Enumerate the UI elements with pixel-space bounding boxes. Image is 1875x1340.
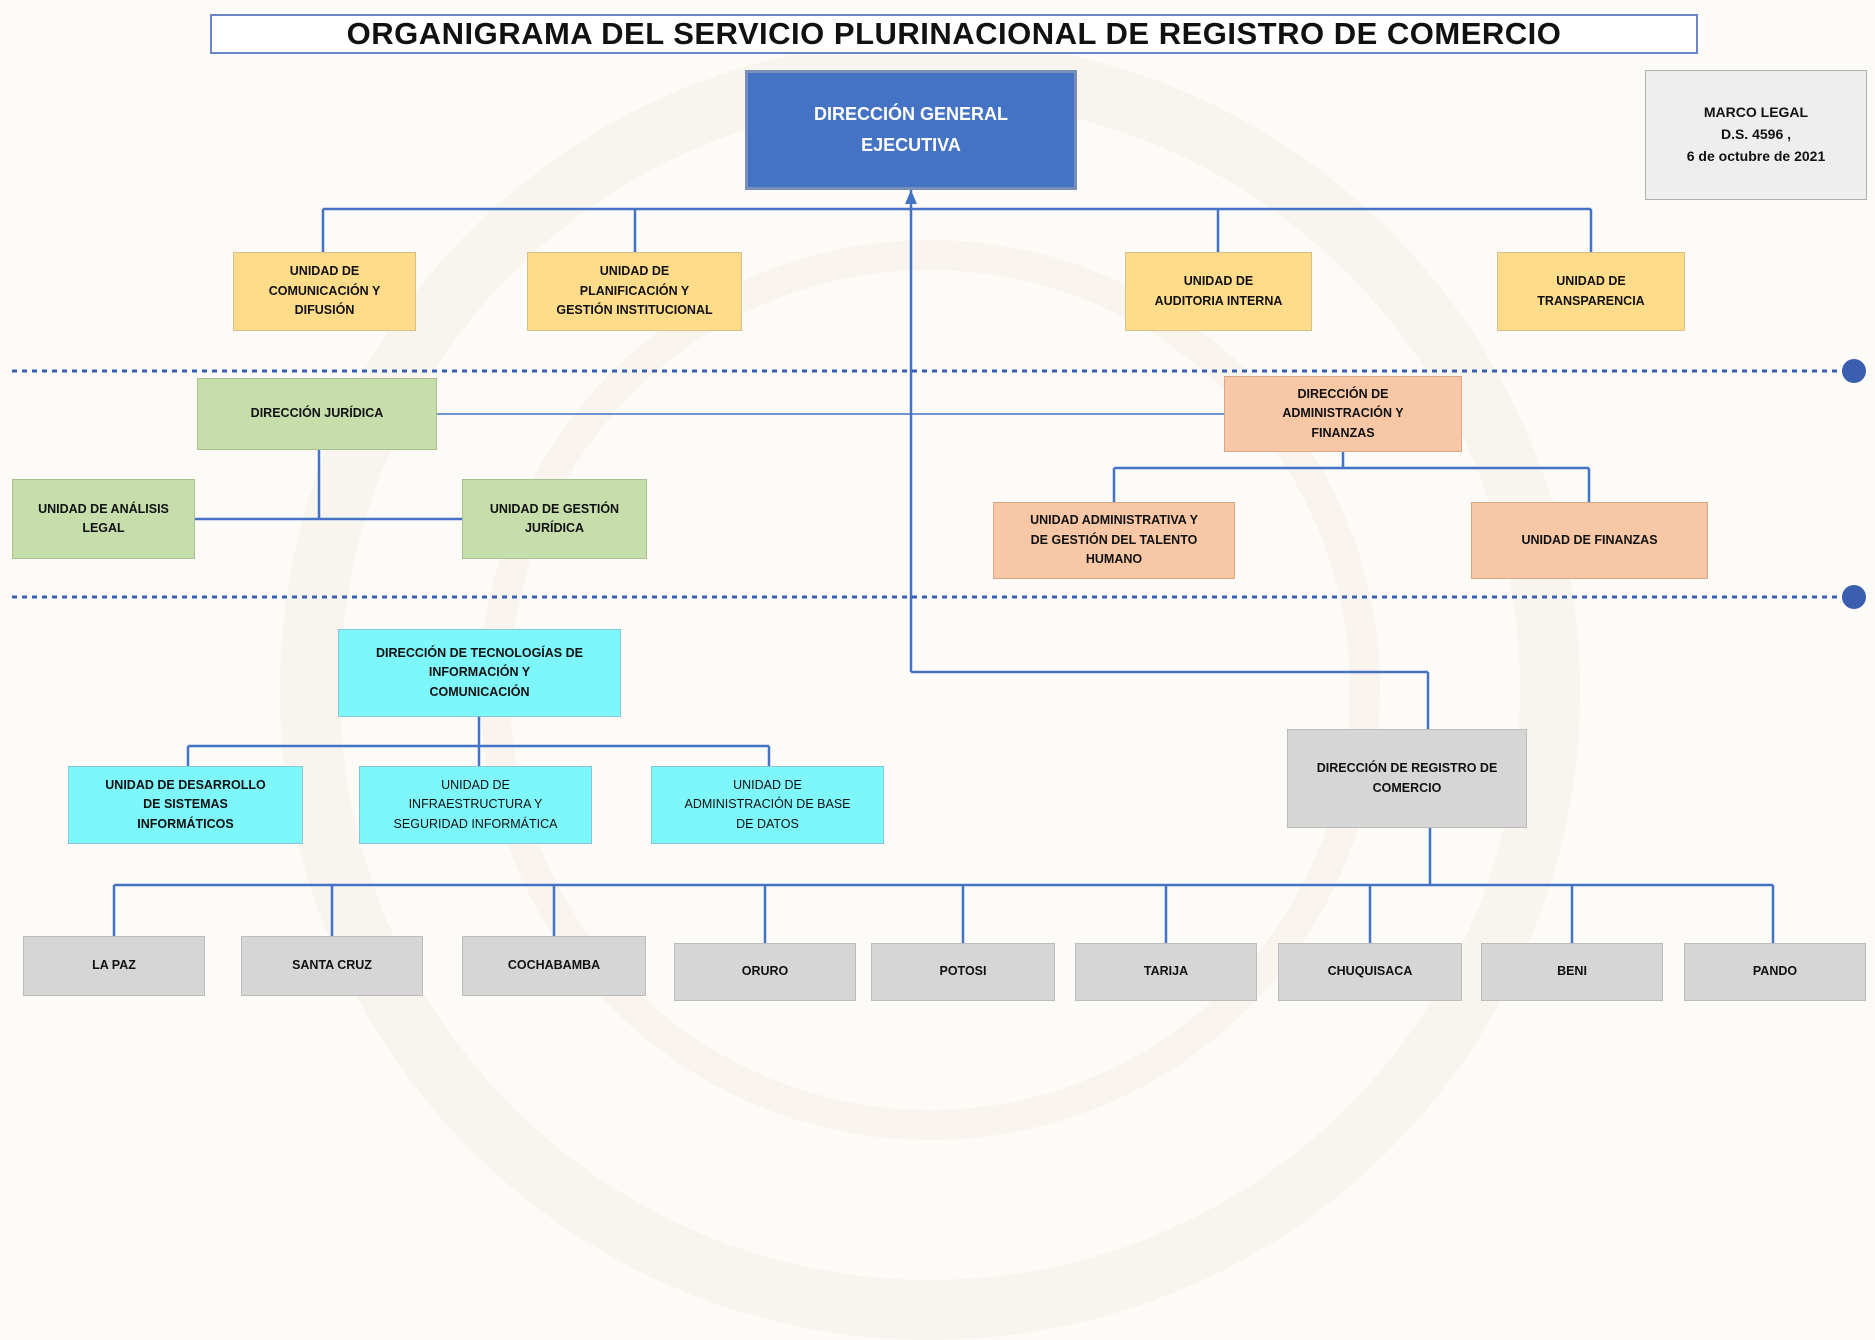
separator-end-dot-icon bbox=[1842, 585, 1866, 609]
box-direccion-juridica: DIRECCIÓN JURÍDICA bbox=[197, 378, 437, 450]
box-direccion-tecnologias: DIRECCIÓN DE TECNOLOGÍAS DE INFORMACIÓN … bbox=[338, 629, 621, 717]
box-unidad-finanzas: UNIDAD DE FINANZAS bbox=[1471, 502, 1708, 579]
box-direccion-administracion: DIRECCIÓN DE ADMINISTRACIÓN Y FINANZAS bbox=[1224, 376, 1462, 452]
box-unidad-desarrollo-sistemas: UNIDAD DE DESARROLLO DE SISTEMAS INFORMÁ… bbox=[68, 766, 303, 844]
box-unidad-comunicacion: UNIDAD DE COMUNICACIÓN Y DIFUSIÓN bbox=[233, 252, 416, 331]
box-unidad-auditoria: UNIDAD DE AUDITORIA INTERNA bbox=[1125, 252, 1312, 331]
box-departamento: POTOSI bbox=[871, 943, 1055, 1001]
separator-end-dot-icon bbox=[1842, 359, 1866, 383]
box-departamento: CHUQUISACA bbox=[1278, 943, 1462, 1001]
box-unidad-transparencia: UNIDAD DE TRANSPARENCIA bbox=[1497, 252, 1685, 331]
box-unidad-infraestructura: UNIDAD DE INFRAESTRUCTURA Y SEGURIDAD IN… bbox=[359, 766, 592, 844]
arrow-head-icon bbox=[905, 190, 917, 204]
box-unidad-talento-humano: UNIDAD ADMINISTRATIVA Y DE GESTIÓN DEL T… bbox=[993, 502, 1235, 579]
box-direccion-registro-comercio: DIRECCIÓN DE REGISTRO DE COMERCIO bbox=[1287, 729, 1527, 828]
box-departamento: PANDO bbox=[1684, 943, 1866, 1001]
box-direccion-general: DIRECCIÓN GENERAL EJECUTIVA bbox=[745, 70, 1077, 190]
box-departamento: ORURO bbox=[674, 943, 856, 1001]
connector-lines bbox=[12, 190, 1866, 943]
box-unidad-base-datos: UNIDAD DE ADMINISTRACIÓN DE BASE DE DATO… bbox=[651, 766, 884, 844]
box-departamento: SANTA CRUZ bbox=[241, 936, 423, 996]
box-departamento: TARIJA bbox=[1075, 943, 1257, 1001]
box-unidad-gestion-juridica: UNIDAD DE GESTIÓN JURÍDICA bbox=[462, 479, 647, 559]
box-departamento: BENI bbox=[1481, 943, 1663, 1001]
box-unidad-planificacion: UNIDAD DE PLANIFICACIÓN Y GESTIÓN INSTIT… bbox=[527, 252, 742, 331]
box-departamento: COCHABAMBA bbox=[462, 936, 646, 996]
box-unidad-analisis-legal: UNIDAD DE ANÁLISIS LEGAL bbox=[12, 479, 195, 559]
box-departamento: LA PAZ bbox=[23, 936, 205, 996]
legal-note-box: MARCO LEGAL D.S. 4596 , 6 de octubre de … bbox=[1645, 70, 1867, 200]
page-title: ORGANIGRAMA DEL SERVICIO PLURINACIONAL D… bbox=[210, 14, 1698, 54]
